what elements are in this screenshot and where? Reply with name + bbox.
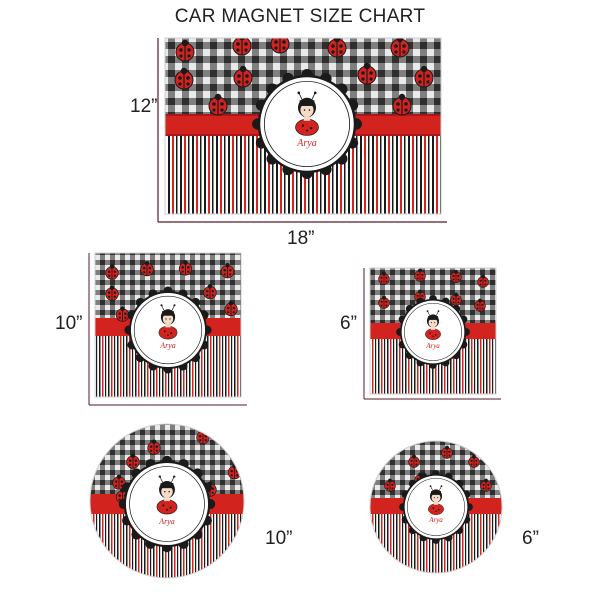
magnet-circle-10: Arya: [89, 423, 245, 579]
name-text: Arya: [428, 516, 443, 524]
name-text: Arya: [296, 138, 316, 149]
size-label-circle-6: 6”: [522, 528, 539, 549]
magnet-square-6: Arya: [369, 267, 497, 395]
name-text: Arya: [425, 342, 440, 350]
size-label-square-10: 10”: [55, 313, 83, 334]
magnet-circle-6: Arya: [369, 440, 503, 574]
size-label-square-6: 6”: [340, 313, 357, 334]
magnet-square-10: Arya: [94, 252, 242, 398]
size-label-rect-width: 18”: [287, 228, 315, 249]
chart-title: CAR MAGNET SIZE CHART: [174, 6, 426, 27]
name-text: Arya: [158, 517, 175, 526]
magnet-rectangle-18x12: Arya: [164, 37, 442, 215]
name-text: Arya: [159, 341, 176, 350]
size-label-rect-height: 12”: [130, 96, 158, 117]
size-label-circle-10: 10”: [265, 528, 293, 549]
